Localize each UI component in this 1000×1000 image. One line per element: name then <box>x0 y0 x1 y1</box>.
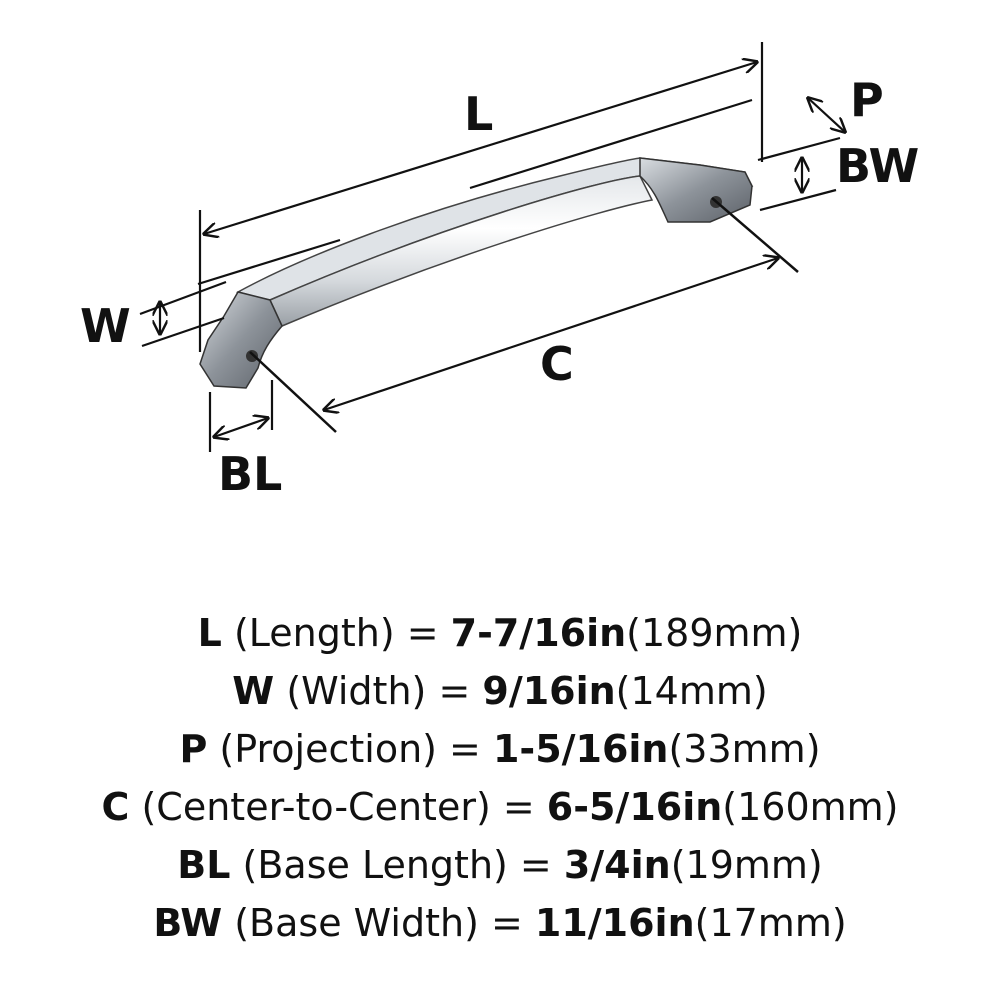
spec-symbol: L <box>197 611 222 655</box>
label-C: C <box>540 337 574 391</box>
base-length-dimension <box>208 380 274 452</box>
spec-row: C (Center-to-Center) = 6-5/16in(160mm) <box>0 778 1000 836</box>
spec-row: W (Width) = 9/16in(14mm) <box>0 662 1000 720</box>
spec-imperial-value: 6-5/16in <box>546 785 723 829</box>
label-P: P <box>850 73 884 127</box>
spec-row: P (Projection) = 1-5/16in(33mm) <box>0 720 1000 778</box>
right-screw-line <box>711 197 799 273</box>
spec-metric-value: (19mm) <box>670 843 823 887</box>
spec-symbol: P <box>179 727 208 771</box>
length-dimension <box>197 42 764 352</box>
projection-dimension <box>808 98 845 132</box>
handle-dimension-diagram: L P BW W C BL <box>80 42 919 501</box>
left-screw-line <box>249 351 337 433</box>
label-BW: BW <box>836 139 919 193</box>
cabinet-pull-handle <box>199 157 754 389</box>
spec-description: (Center-to-Center) = <box>141 785 547 829</box>
handle-left-post <box>199 291 283 389</box>
spec-imperial-value: 11/16in <box>534 901 695 945</box>
spec-imperial-value: 9/16in <box>482 669 616 713</box>
spec-imperial-value: 1-5/16in <box>492 727 669 771</box>
spec-row: L (Length) = 7-7/16in(189mm) <box>0 604 1000 662</box>
spec-metric-value: (17mm) <box>694 901 847 945</box>
spec-metric-value: (160mm) <box>722 785 899 829</box>
spec-symbol: BW <box>153 901 223 945</box>
spec-imperial-value: 3/4in <box>563 843 671 887</box>
spec-metric-value: (189mm) <box>626 611 803 655</box>
spec-imperial-value: 7-7/16in <box>450 611 627 655</box>
spec-row: BL (Base Length) = 3/4in(19mm) <box>0 836 1000 894</box>
label-BL: BL <box>218 447 282 501</box>
spec-description: (Length) = <box>233 611 451 655</box>
left-screw-hole <box>246 350 258 362</box>
spec-metric-value: (14mm) <box>615 669 768 713</box>
label-L: L <box>464 87 493 141</box>
spec-row: BW (Base Width) = 11/16in(17mm) <box>0 894 1000 952</box>
spec-metric-value: (33mm) <box>668 727 821 771</box>
base-width-dimension <box>757 136 841 212</box>
spec-description: (Width) = <box>286 669 483 713</box>
handle-right-post <box>639 157 753 223</box>
spec-description: (Projection) = <box>219 727 493 771</box>
label-W: W <box>80 299 131 353</box>
spec-description: (Base Length) = <box>242 843 564 887</box>
spec-symbol: W <box>232 669 275 713</box>
specification-list: L (Length) = 7-7/16in(189mm)W (Width) = … <box>0 604 1000 952</box>
width-dimension <box>139 280 227 348</box>
center-to-center-dimension <box>324 258 778 410</box>
spec-description: (Base Width) = <box>234 901 535 945</box>
spec-symbol: BL <box>177 843 231 887</box>
spec-symbol: C <box>101 785 130 829</box>
